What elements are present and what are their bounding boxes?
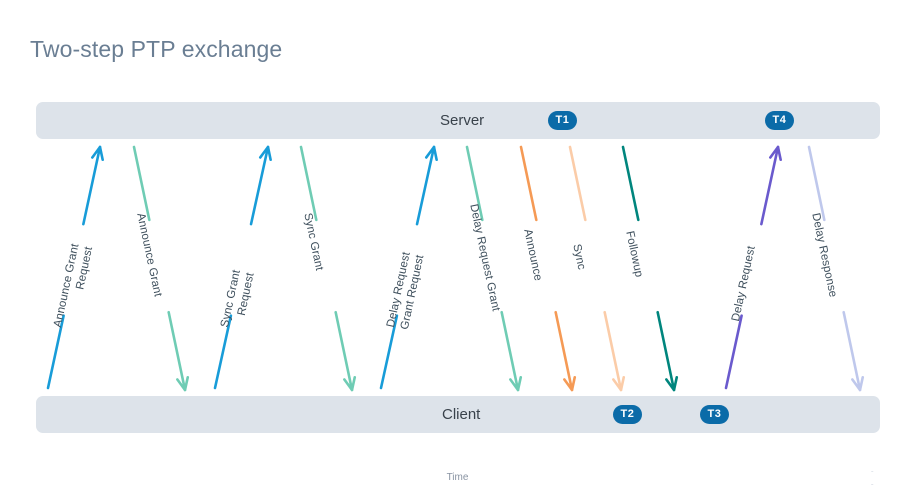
page-title: Two-step PTP exchange [30, 36, 283, 62]
timestamp-badge-t3: T3 [700, 405, 729, 424]
time-axis-text: Time [437, 472, 478, 483]
server-lane: Server T1 T4 [36, 102, 880, 139]
timestamp-badge-t4: T4 [765, 111, 794, 130]
time-axis-label: Time [0, 472, 915, 484]
timestamp-badge-t1: T1 [548, 111, 577, 130]
arrow-sync [568, 145, 626, 392]
client-lane-label: Client [442, 406, 481, 423]
arrow-delay-request-grant [465, 145, 523, 392]
timestamp-badge-t2: T2 [613, 405, 642, 424]
arrow-sync-grant [299, 145, 357, 392]
arrow-delay-request [724, 145, 782, 390]
arrow-delay-response [807, 145, 865, 392]
arrow-announce-grant-request [46, 145, 104, 390]
arrow-sync-grant-request [213, 145, 272, 390]
arrow-announce-grant [132, 145, 190, 392]
arrow-followup [621, 145, 679, 392]
arrow-announce [519, 145, 577, 392]
server-lane-label: Server [440, 112, 485, 129]
arrow-delay-request-grant-request [379, 145, 438, 390]
client-lane: Client T2 T3 [36, 396, 880, 433]
